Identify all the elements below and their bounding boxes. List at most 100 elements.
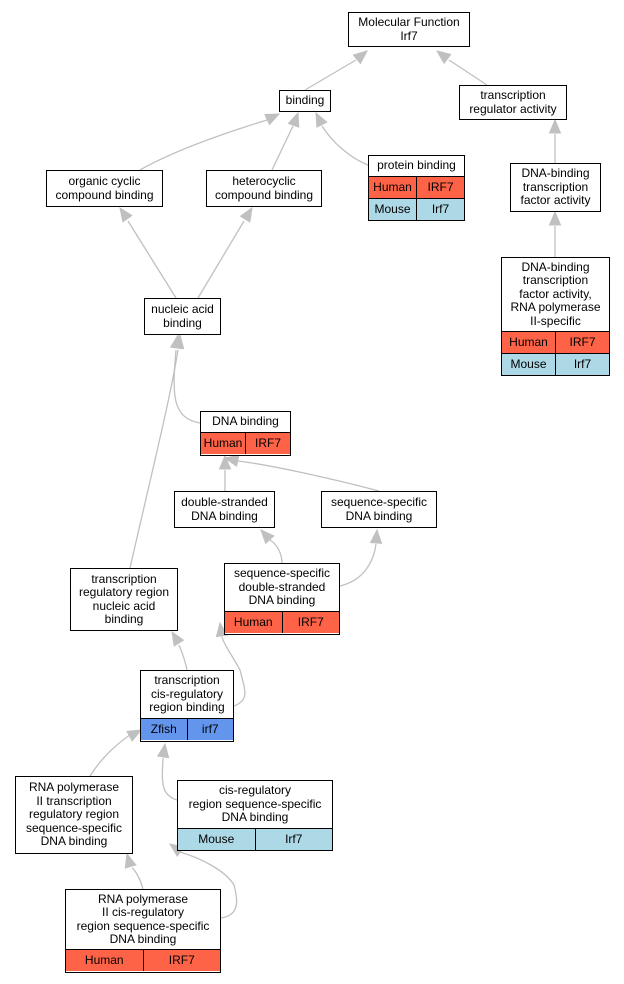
go-term-rnap2-cis-reg[interactable]: RNA polymerase II cis-regulatory region … (65, 889, 221, 973)
edge-line (339, 543, 377, 587)
go-term-label: transcription cis-regulatory region bind… (149, 673, 225, 715)
go-term-label: Molecular Function Irf7 (358, 15, 460, 43)
arrowhead-icon (548, 210, 562, 226)
species-cell: Human (225, 612, 282, 633)
species-cell: Human (502, 332, 555, 353)
arrowhead-icon (119, 206, 133, 223)
go-term-nucleic-acid-binding[interactable]: nucleic acid binding (144, 298, 221, 335)
species-cell: Mouse (178, 829, 255, 850)
gene-cell[interactable]: Irf7 (254, 829, 332, 850)
arrowhead-icon (369, 528, 383, 544)
edge-nucleic-to-organic (119, 206, 177, 299)
edge-heterocyclic-to-binding (271, 111, 300, 171)
edge-cisreg-to-tcregion (156, 742, 178, 801)
go-term-label: organic cyclic compound binding (55, 174, 154, 202)
edge-binding-to-molecular-function (304, 50, 368, 91)
edge-protein-to-binding (315, 111, 369, 166)
edge-line (271, 125, 294, 171)
arrowhead-icon (223, 454, 240, 467)
go-term-dna-binding-tf-rnap2[interactable]: DNA-binding transcription factor activit… (501, 257, 610, 376)
species-cell: Human (369, 177, 416, 198)
go-term-label: double-stranded DNA binding (181, 495, 268, 523)
edge-rnap2tf-to-dbtf (548, 210, 562, 257)
arrowhead-icon (435, 50, 452, 65)
go-term-binding[interactable]: binding (279, 90, 331, 112)
edge-line (161, 757, 178, 801)
go-term-label: cis-regulatory region sequence-specific … (188, 783, 322, 825)
go-term-rnap2-tr-region[interactable]: RNA polymerase II transcription regulato… (15, 776, 133, 854)
gene-cell[interactable]: IRF7 (416, 177, 464, 198)
go-term-label: sequence-specific double-stranded DNA bi… (233, 566, 331, 608)
species-cell: Mouse (369, 199, 416, 220)
go-term-label: binding (285, 93, 325, 108)
edge-line (448, 59, 488, 86)
edge-line (131, 867, 144, 890)
go-term-organic-cyclic[interactable]: organic cyclic compound binding (46, 170, 163, 207)
edge-dbtf-to-tra (548, 118, 562, 163)
go-term-label: DNA-binding transcription factor activit… (520, 166, 591, 208)
go-term-molecular-function[interactable]: Molecular Function Irf7 (348, 12, 470, 47)
species-cell: Human (201, 433, 245, 454)
gene-cell[interactable]: IRF7 (245, 433, 290, 454)
edge-ssds-to-ds (260, 529, 283, 564)
edge-line (221, 636, 246, 707)
edge-tcregion-to-trregion (171, 630, 188, 671)
arrowhead-icon (352, 50, 368, 65)
edge-line (129, 349, 179, 569)
arrowhead-icon (315, 111, 328, 128)
go-term-label: DNA binding (212, 414, 279, 429)
gene-cell[interactable]: IRF7 (281, 612, 339, 633)
gene-cell[interactable]: Irf7 (416, 199, 464, 220)
go-term-label: RNA polymerase II cis-regulatory region … (76, 891, 210, 946)
edge-ssds-to-ss (339, 528, 383, 587)
arrowhead-icon (156, 742, 170, 759)
go-term-cis-reg-ss[interactable]: cis-regulatory region sequence-specific … (177, 780, 333, 851)
gene-cell[interactable]: irf7 (186, 719, 233, 740)
edge-line (127, 220, 177, 299)
go-term-label: protein binding (377, 158, 456, 173)
go-term-ss-double-stranded[interactable]: sequence-specific double-stranded DNA bi… (224, 563, 340, 635)
edge-ss-to-dnabinding (223, 454, 380, 492)
edge-line (237, 460, 380, 492)
arrowhead-icon (171, 333, 185, 350)
edge-ds-to-dnabinding (218, 454, 232, 491)
gene-cell[interactable]: IRF7 (555, 332, 609, 353)
go-term-tr-region-nucleic[interactable]: transcription regulatory region nucleic … (70, 568, 178, 631)
edge-nucleic-to-heterocyclic (197, 206, 253, 299)
go-term-label: DNA-binding transcription factor activit… (510, 259, 601, 328)
edge-line (179, 851, 238, 919)
go-term-label: heterocyclic compound binding (214, 174, 314, 202)
arrowhead-icon (239, 206, 253, 223)
gene-cell[interactable]: IRF7 (142, 950, 220, 971)
species-cell: Zfish (141, 719, 187, 740)
go-term-sequence-specific[interactable]: sequence-specific DNA binding (321, 491, 437, 528)
species-cell: Mouse (502, 354, 555, 375)
go-term-transcription-regulator-activity[interactable]: transcription regulator activity (459, 85, 567, 120)
edge-rnap2tr-to-tcregion (89, 729, 143, 777)
go-term-label: RNA polymerase II transcription regulato… (25, 780, 123, 849)
arrowhead-icon (548, 118, 562, 134)
edge-trregion-to-nucleic (129, 333, 185, 569)
go-term-label: nucleic acid binding (151, 302, 214, 330)
edge-line (321, 125, 369, 166)
go-term-double-stranded[interactable]: double-stranded DNA binding (174, 491, 275, 528)
arrowhead-icon (124, 852, 137, 869)
go-term-dna-binding-tf-activity[interactable]: DNA-binding transcription factor activit… (510, 163, 601, 212)
edge-organic-to-binding (139, 113, 281, 171)
go-term-tc-region-binding[interactable]: transcription cis-regulatory region bind… (140, 670, 234, 742)
arrowhead-icon (264, 113, 281, 126)
edge-line (173, 349, 201, 424)
gene-cell[interactable]: Irf7 (555, 354, 609, 375)
go-term-heterocyclic[interactable]: heterocyclic compound binding (206, 170, 322, 207)
go-term-label: sequence-specific DNA binding (330, 495, 428, 523)
